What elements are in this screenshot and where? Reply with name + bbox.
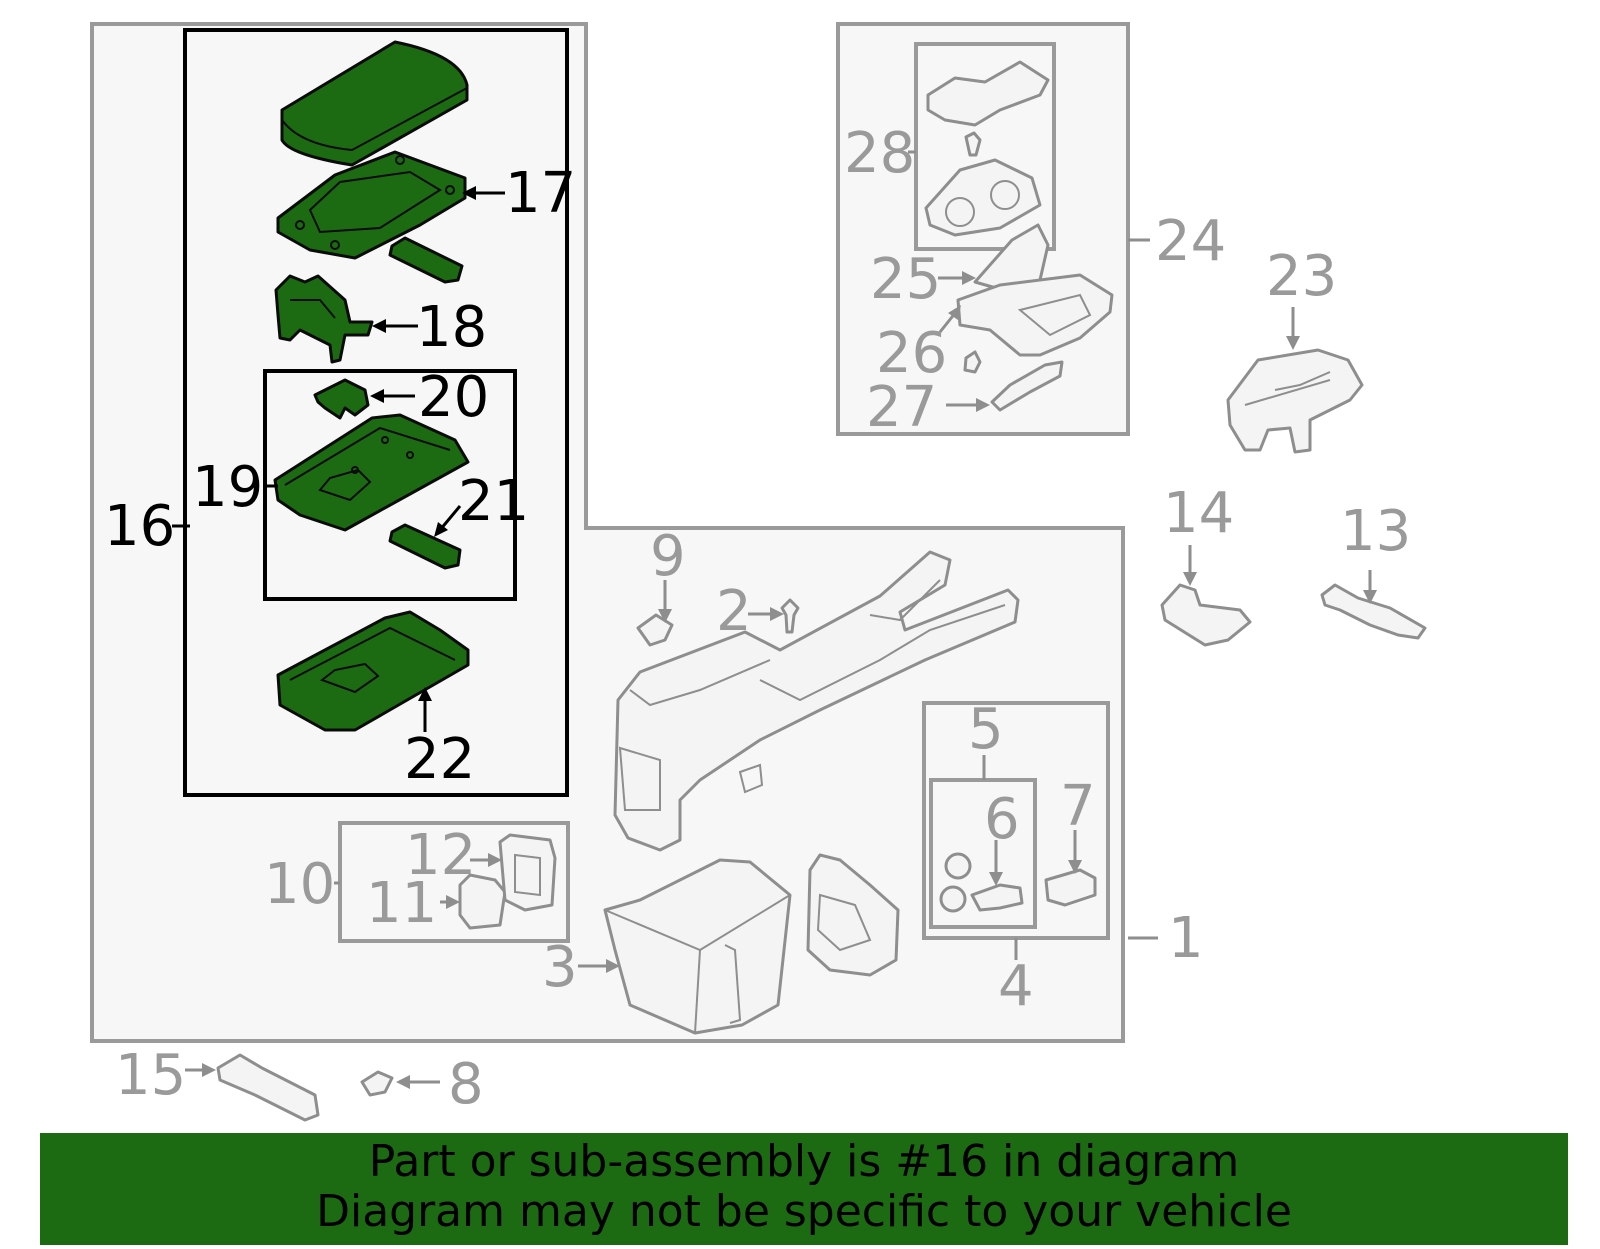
footer-line-1: Part or sub-assembly is #16 in diagram — [368, 1136, 1240, 1187]
clip-8 — [360, 1070, 394, 1097]
callout-4: 4 — [998, 954, 1034, 1019]
cup-holder — [924, 158, 1042, 237]
callout-16: 16 — [104, 494, 175, 559]
armrest-lid-frame — [276, 150, 467, 260]
base-clip — [388, 523, 462, 570]
console-assembly-frame — [90, 22, 1125, 1043]
callout-17: 17 — [505, 161, 576, 226]
screw — [780, 598, 800, 634]
armrest-base — [273, 413, 470, 532]
callout-19: 19 — [192, 455, 263, 520]
callout-3: 3 — [542, 935, 578, 1000]
callout-6: 6 — [984, 787, 1020, 852]
cup-holder-lid — [926, 60, 1050, 157]
hinge-bracket — [274, 274, 374, 364]
bracket-13 — [1320, 583, 1427, 640]
callout-11: 11 — [366, 871, 437, 936]
callout-18: 18 — [416, 295, 487, 360]
callout-12: 12 — [405, 823, 476, 888]
storage-tray — [276, 610, 470, 732]
armrest-assembly-frame — [183, 28, 569, 797]
power-socket-cap — [939, 852, 972, 913]
lid-latch — [388, 236, 464, 284]
callout-14: 14 — [1163, 481, 1234, 546]
callout-2: 2 — [716, 579, 752, 644]
footer-banner: Part or sub-assembly is #16 in diagram D… — [40, 1133, 1568, 1245]
callout-13: 13 — [1340, 499, 1411, 564]
callout-27: 27 — [866, 375, 937, 440]
callout-28: 28 — [844, 121, 915, 186]
callout-26: 26 — [876, 321, 947, 386]
callout-21: 21 — [458, 469, 529, 534]
latch-clip — [313, 378, 370, 420]
armrest-lid-pad — [280, 40, 469, 167]
shift-bezel — [806, 853, 900, 977]
bracket-15 — [216, 1053, 320, 1122]
console-cap — [636, 613, 674, 647]
callout-1: 1 — [1168, 906, 1204, 971]
callout-22: 22 — [404, 727, 475, 792]
lighter-knob — [1044, 868, 1097, 907]
callout-25: 25 — [870, 247, 941, 312]
lighter-element — [970, 883, 1024, 912]
callout-15: 15 — [115, 1043, 186, 1108]
shift-trim — [956, 273, 1114, 357]
callout-8: 8 — [448, 1052, 484, 1117]
callout-9: 9 — [650, 524, 686, 589]
callout-20: 20 — [418, 365, 489, 430]
trim-strip — [990, 360, 1064, 412]
callout-23: 23 — [1266, 244, 1337, 309]
callout-24: 24 — [1155, 209, 1226, 274]
storage-box — [603, 858, 792, 1035]
switch-cover — [458, 873, 507, 930]
console-body — [613, 550, 1020, 852]
small-clip-26 — [963, 350, 982, 374]
callout-5: 5 — [968, 697, 1004, 762]
footer-line-2: Diagram may not be specific to your vehi… — [316, 1186, 1292, 1237]
callout-7: 7 — [1060, 774, 1096, 839]
switch-bezel — [498, 833, 557, 912]
callout-10: 10 — [264, 852, 335, 917]
bracket-14 — [1160, 583, 1252, 647]
cup-holder-frame — [914, 42, 1056, 251]
shift-indicator-plate — [1226, 348, 1364, 454]
